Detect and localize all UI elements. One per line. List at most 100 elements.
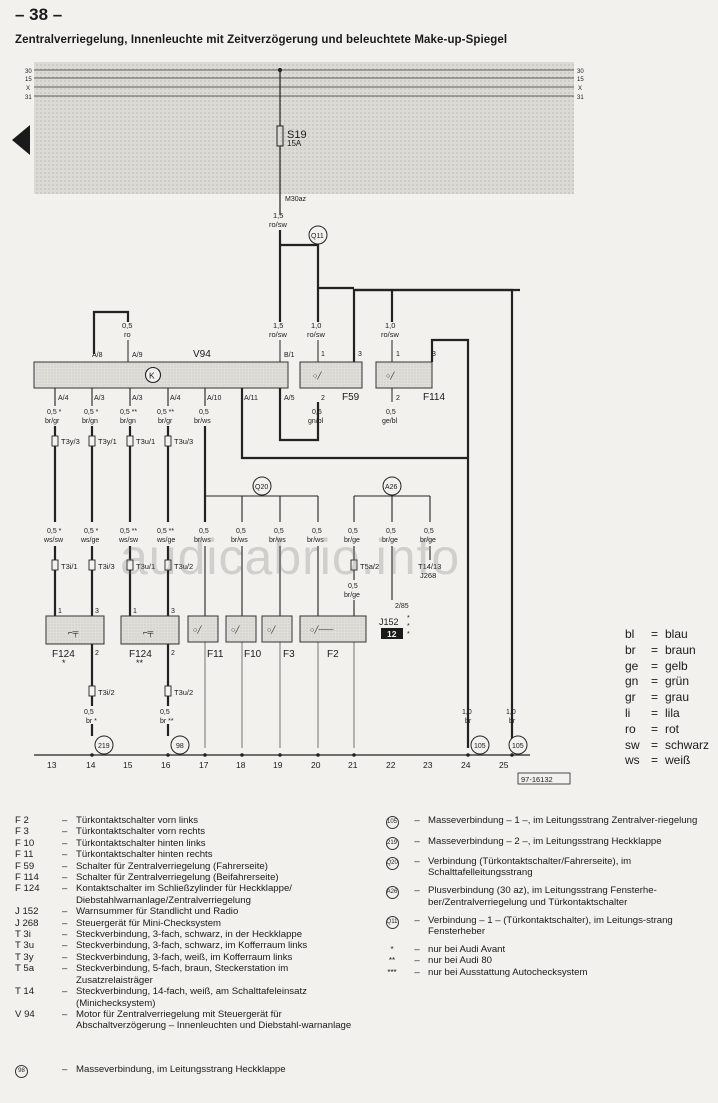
wl-a10-color: br/ws	[194, 418, 211, 425]
legend-name: braun	[665, 642, 696, 657]
junction-symbol-icon: Q20	[385, 857, 399, 870]
notes-list: 105–Masseverbindung – 1 –, im Leitungsst…	[378, 815, 708, 978]
legend-code: gr	[625, 690, 636, 705]
component-desc: Steckverbindung, 5-fach, braun, Steckers…	[76, 963, 289, 986]
col-23: 23	[423, 760, 433, 770]
switch-f2-icon: ○╱───	[310, 625, 333, 634]
switch-f124a-mark: *	[62, 658, 66, 668]
wl-ws-sw2-size: 0,5 **	[120, 528, 137, 535]
component-row: F 59–Schalter für Zentralverriegelung (F…	[15, 861, 355, 872]
col-19: 19	[273, 760, 283, 770]
junction-q20	[252, 476, 272, 496]
legend-row: li=lila	[625, 705, 680, 720]
component-desc: Türkontaktschalter vorn rechts	[76, 826, 206, 838]
col-13: 13	[47, 760, 57, 770]
wl-brge1-color: br/ge	[344, 537, 360, 544]
component-desc: Steuergerät für Mini-Checksystem	[76, 917, 222, 929]
switch-f10	[225, 615, 257, 643]
wl-24-size: 1,0	[462, 709, 472, 716]
wl-a4-2-size: 0,5 **	[157, 409, 174, 416]
color-legend: bl=blau br=braun ge=gelb gn=grün gr=grau…	[625, 627, 709, 769]
junction-q20-label: Q20	[255, 484, 268, 491]
column-numbers: 13 14 15 16 17 18 19 20 21 22 23 24 25	[47, 760, 509, 770]
component-code: T 3u	[15, 940, 35, 952]
star-symbol: **	[388, 956, 396, 966]
legend-name: weiß	[665, 753, 691, 768]
component-code: T 3i	[15, 929, 31, 941]
wire-label-f59-size: 1,5	[273, 321, 283, 330]
col-17: 17	[199, 760, 209, 770]
ground-symbol-icon: 219	[385, 836, 399, 850]
wl-ws-ge1-color: ws/ge	[80, 537, 99, 544]
component-desc: Schalter für Zentralverriegelung (Beifah…	[76, 872, 279, 884]
wire-label-f59-color: ro/sw	[269, 330, 288, 339]
note-desc: Verbindung – 1 – (Türkontaktschalter), i…	[428, 914, 673, 938]
wiring-diagram: 30 15 X 31 30 15 X 31 S19 15A M30az 1,5 …	[12, 62, 584, 785]
wl-25-size: 1,0	[506, 709, 516, 716]
switch-f124-avant	[45, 615, 105, 645]
component-code: F 10	[15, 837, 35, 849]
wl-a4-1-size: 0,5 *	[47, 409, 62, 416]
switch-f124b-name: F124	[129, 649, 152, 660]
bus-label-30-right: 30	[577, 69, 584, 75]
legend-name: grün	[665, 674, 690, 689]
legend-row: br=braun	[625, 642, 696, 657]
bus-label-30-left: 30	[25, 69, 32, 75]
component-code: F 11	[15, 849, 34, 861]
legend-name: gelb	[665, 658, 688, 673]
legend-name: blau	[665, 627, 688, 641]
bus-lines	[34, 69, 574, 97]
component-desc: Schalter für Zentralverriegelung (Fahrer…	[76, 860, 268, 872]
col-22: 22	[386, 760, 396, 770]
component-desc: Motor für Zentralverriegelung mit Steuer…	[76, 1008, 352, 1032]
page-number: – 38 –	[15, 5, 63, 24]
star-note-row: **–nur bei Audi 80	[378, 955, 708, 966]
pin-v94-a10: A/10	[207, 395, 222, 402]
component-code: F 2	[15, 815, 29, 826]
note-desc: Masseverbindung – 2 –, im Leitungsstrang…	[428, 835, 662, 847]
wl-brge2-color: br/ge	[382, 537, 398, 544]
conn-t3i1: T3i/1	[61, 562, 78, 571]
wl-a3-1-size: 0,5 *	[84, 409, 99, 416]
switch-f124a-icon: ⌐╤	[68, 628, 79, 638]
pin-v94-a9: A/9	[132, 352, 143, 359]
wl-a4-2-color: br/gr	[158, 418, 173, 425]
switch-f3-icon: ○╱	[267, 625, 276, 634]
junction-a26-label: A26	[385, 484, 398, 491]
wl-f114-out-color: ge/bl	[382, 418, 398, 425]
wire-label-v94-color: ro	[124, 330, 131, 339]
junction-q11-label: Q11	[311, 233, 324, 240]
ground-219-label: 219	[98, 743, 110, 750]
wire-label-f114-color: ro/sw	[381, 330, 400, 339]
ground-98-label: 98	[176, 743, 184, 750]
note-row: 105–Masseverbindung – 1 –, im Leitungsst…	[378, 815, 708, 829]
component-row: F 10–Türkontaktschalter hinten links	[15, 838, 355, 849]
wire-label-f59b-size: 1,0	[311, 321, 321, 330]
wl-ws-sw-color: ws/sw	[43, 537, 64, 544]
component-row: T 3u–Steckverbindung, 3-fach, schwarz, i…	[15, 940, 355, 951]
switch-f59-name: F59	[342, 392, 360, 403]
j152-marks: *	[407, 615, 410, 622]
pin-f124b-3: 3	[171, 608, 175, 615]
pin-v94-a5: A/5	[284, 395, 295, 402]
wire-label-v94-size: 0,5	[122, 321, 132, 330]
note-desc: Verbindung (Türkontaktschalter/Fahrersei…	[428, 856, 632, 879]
legend-name: grau	[665, 690, 690, 705]
conn-t3u2: T3u/2	[174, 562, 193, 571]
component-row: F 3–Türkontaktschalter vorn rechts	[15, 826, 355, 837]
component-desc: Türkontaktschalter vorn links	[76, 815, 199, 826]
conn-t3y1: T3y/1	[98, 437, 117, 446]
buzzer-j152-name: J152	[379, 617, 399, 627]
component-row: T 3y–Steckverbindung, 3-fach, weiß, im K…	[15, 952, 355, 963]
component-row: T 5a–Steckverbindung, 5-fach, braun, Ste…	[15, 963, 355, 986]
wl-brws4-color: br/ws	[307, 537, 324, 544]
component-list: F 2–Türkontaktschalter vorn links F 3–Tü…	[15, 815, 355, 1032]
wl-24-color: br	[465, 718, 472, 725]
ground-105-a-label: 105	[474, 743, 486, 750]
note-desc: Plusverbindung (30 az), im Leitungsstran…	[428, 885, 657, 908]
wl-f59-out-color: gn/bl	[308, 418, 324, 425]
ground-105-b-label: 105	[512, 743, 524, 750]
watermark: audicabrio.info	[120, 529, 461, 585]
wl-f114-out-size: 0,5	[386, 409, 396, 416]
ground-219	[94, 735, 114, 755]
